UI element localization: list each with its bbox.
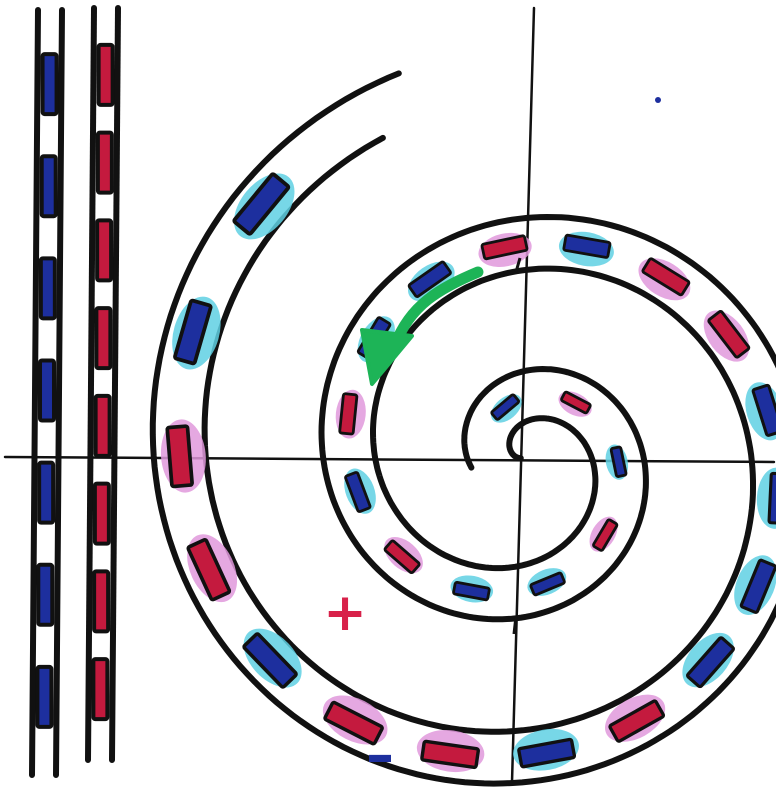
spiral-magnet [448,572,495,606]
strip-magnet [38,565,52,625]
spiral-magnet [556,228,616,271]
plus-label: + [323,583,367,643]
right-strip [88,8,118,760]
strip-magnet [39,463,53,523]
spiral-magnet [554,386,596,422]
spiral-track [153,73,776,783]
spiral-magnet [338,464,381,518]
strip-magnet [93,659,107,719]
straight-track [32,8,118,775]
strip-magnet [94,571,108,631]
strip-magnet [40,361,54,421]
spiral-magnet [695,302,759,370]
spiral-magnet [523,563,570,602]
strip-magnet [98,133,112,193]
spiral-magnet [333,388,368,440]
axes [5,8,774,782]
strip-magnet [37,667,51,727]
left-strip [32,10,62,775]
horizontal-axis [5,457,774,462]
minus-label: – [366,723,394,787]
stray-marks [514,97,661,634]
strip-magnet [99,45,113,105]
spiral-outer-rail [153,73,776,783]
spiral-magnet [755,467,776,530]
spiral-magnet [603,442,632,481]
strip-magnet [43,54,57,114]
spiral-magnet [739,377,776,445]
strip-magnet [96,396,110,456]
strip-magnet [95,484,109,544]
spiral-magnet [158,418,209,495]
spiral-magnet [672,623,744,697]
strip-magnet [42,156,56,216]
strip-magnet [41,258,55,318]
strip-magnet [96,308,110,368]
strip-magnet [97,220,111,280]
spiral-magnet [584,512,624,557]
